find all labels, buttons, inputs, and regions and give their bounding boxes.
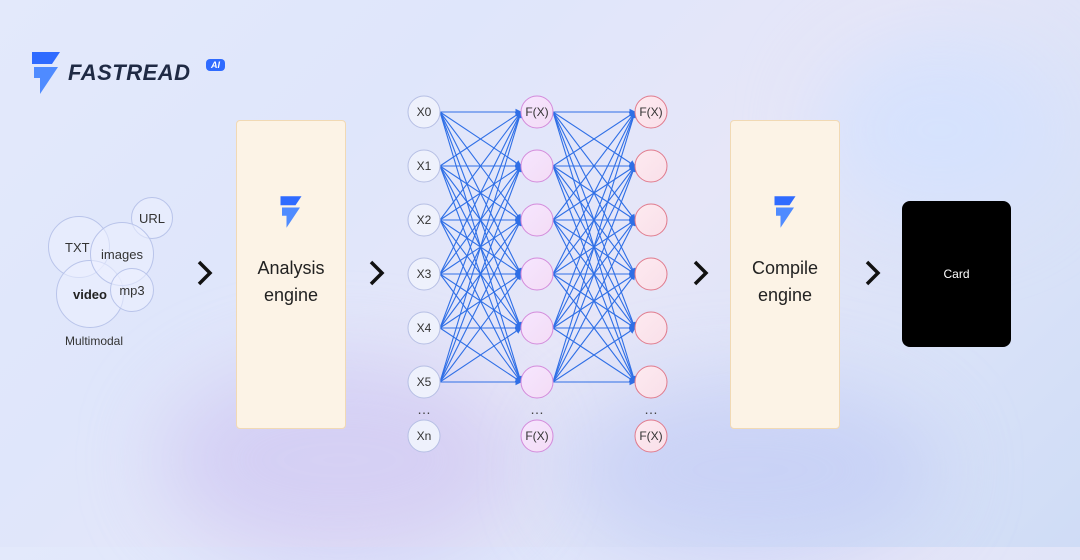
chevron-right-icon xyxy=(369,260,385,286)
input-node: X2 xyxy=(407,203,441,237)
output-node-label: F(X) xyxy=(639,429,662,443)
fastread-logo: FASTREAD xyxy=(30,52,191,94)
chevron-right-icon xyxy=(865,260,881,286)
output-node: F(X) xyxy=(634,419,668,453)
input-node-label: X5 xyxy=(417,375,432,389)
input-node-label: Xn xyxy=(417,429,432,443)
hidden-node: F(X) xyxy=(520,95,554,129)
network-edge xyxy=(552,111,636,275)
output-node: F(X) xyxy=(634,95,668,129)
background-glow xyxy=(820,40,1060,220)
analysis-engine-label: Analysis engine xyxy=(257,258,325,305)
network-edge xyxy=(552,110,637,329)
network-edge xyxy=(552,111,636,221)
hidden-node xyxy=(520,365,554,399)
ellipsis: … xyxy=(530,401,544,417)
card-label: Card xyxy=(943,267,970,281)
network-edge xyxy=(439,110,523,329)
input-node-label: X3 xyxy=(417,267,432,281)
input-node-label: X0 xyxy=(417,105,432,119)
input-node: Xn xyxy=(407,419,441,453)
output-node xyxy=(634,149,668,183)
lightning-logo-icon xyxy=(32,52,60,94)
hidden-node xyxy=(520,257,554,291)
chevron-right-icon xyxy=(693,260,709,286)
chevron-right-icon xyxy=(197,260,213,286)
compile-engine-box: Compile engine xyxy=(730,120,840,429)
network-edge xyxy=(552,219,636,383)
analysis-engine-box: Analysis engine xyxy=(236,120,346,429)
ellipsis: … xyxy=(417,401,431,417)
output-node xyxy=(634,257,668,291)
input-node: X5 xyxy=(407,365,441,399)
hidden-node xyxy=(520,311,554,345)
ai-badge: AI xyxy=(206,59,225,71)
hidden-node-label: F(X) xyxy=(525,105,548,119)
network-edge xyxy=(439,111,522,167)
hidden-node xyxy=(520,149,554,183)
output-card: Card xyxy=(902,201,1011,347)
lightning-logo-icon xyxy=(280,196,302,228)
input-node: X1 xyxy=(407,149,441,183)
bubble-mp3: mp3 xyxy=(110,268,154,312)
hidden-node-label: F(X) xyxy=(525,429,548,443)
output-node xyxy=(634,311,668,345)
network-edge xyxy=(439,327,522,383)
logo-text: FASTREAD xyxy=(68,60,191,85)
multimodal-caption: Multimodal xyxy=(65,334,124,348)
input-node: X0 xyxy=(407,95,441,129)
input-node-label: X1 xyxy=(417,159,432,173)
input-node-label: X2 xyxy=(417,213,432,227)
network-edge xyxy=(552,111,636,167)
network-edge xyxy=(552,164,637,383)
output-node-label: F(X) xyxy=(639,105,662,119)
input-node: X4 xyxy=(407,311,441,345)
output-node xyxy=(634,365,668,399)
network-edge xyxy=(439,111,522,275)
network-edge xyxy=(552,327,636,383)
bubble-url: URL xyxy=(131,197,173,239)
compile-engine-label: Compile engine xyxy=(751,258,819,305)
network-edge xyxy=(439,273,522,383)
hidden-node xyxy=(520,203,554,237)
input-node-label: X4 xyxy=(417,321,432,335)
network-edge xyxy=(439,110,523,383)
hidden-node: F(X) xyxy=(520,419,554,453)
network-edge xyxy=(552,110,637,383)
network-edge xyxy=(552,273,636,383)
network-edge xyxy=(439,219,522,383)
lightning-logo-icon xyxy=(774,196,796,228)
output-node xyxy=(634,203,668,237)
network-edge xyxy=(439,111,522,221)
ellipsis: … xyxy=(644,401,658,417)
network-edge xyxy=(439,164,523,383)
input-node: X3 xyxy=(407,257,441,291)
